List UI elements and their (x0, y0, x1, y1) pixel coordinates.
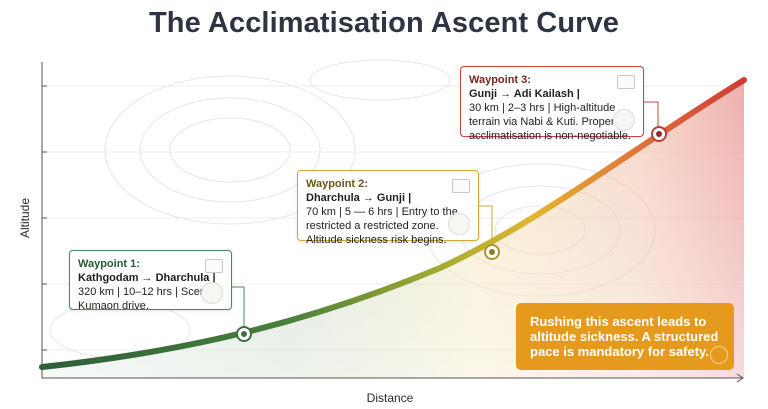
waypoint-route: Gunji → Adi Kailash | (469, 88, 580, 100)
stamp-icon (617, 75, 635, 89)
waypoint-card-1: Waypoint 1: Kathgodam → Dharchula | 320 … (69, 250, 232, 312)
arrow-right-icon (736, 373, 744, 383)
x-axis-label: Distance (366, 391, 414, 405)
waypoint-label: Waypoint 2: (306, 178, 368, 190)
waypoint-card-3: Waypoint 3: Gunji → Adi Kailash | 30 km … (460, 66, 644, 142)
waypoint-label: Waypoint 1: (78, 258, 140, 270)
x-axis (42, 373, 744, 383)
warning-callout: Rushing this ascent leads to altitude si… (516, 303, 734, 370)
waypoint-marker-2[interactable] (484, 244, 500, 260)
stamp-icon (205, 259, 223, 273)
waypoint-marker-1[interactable] (236, 326, 252, 342)
waypoint-details: 70 km | 5 — 6 hrs | Entry to the restric… (306, 206, 458, 246)
waypoint-route: Kathgodam → Dharchula | (78, 272, 216, 284)
seal-icon (201, 282, 223, 304)
seal-icon (613, 109, 635, 131)
waypoint-route: Dharchula → Gunji | (306, 192, 412, 204)
waypoint-marker-3[interactable] (651, 126, 667, 142)
waypoint-card-2: Waypoint 2: Dharchula → Gunji | 70 km | … (297, 170, 479, 246)
y-axis (41, 62, 47, 378)
page-title: The Acclimatisation Ascent Curve (148, 7, 620, 39)
seal-icon (710, 346, 728, 364)
stamp-icon (452, 179, 470, 193)
leader-lines (232, 101, 659, 332)
seal-icon (448, 213, 470, 235)
warning-text: Rushing this ascent leads to altitude si… (530, 314, 719, 359)
waypoint-details: 320 km | 10–12 hrs | Scenic Kumaon drive… (78, 286, 214, 312)
ascent-curve (39, 77, 747, 370)
y-axis-label: Altitude (18, 197, 32, 239)
waypoint-details: 30 km | 2–3 hrs | High-altitude terrain … (469, 102, 632, 142)
waypoint-label: Waypoint 3: (469, 74, 531, 86)
